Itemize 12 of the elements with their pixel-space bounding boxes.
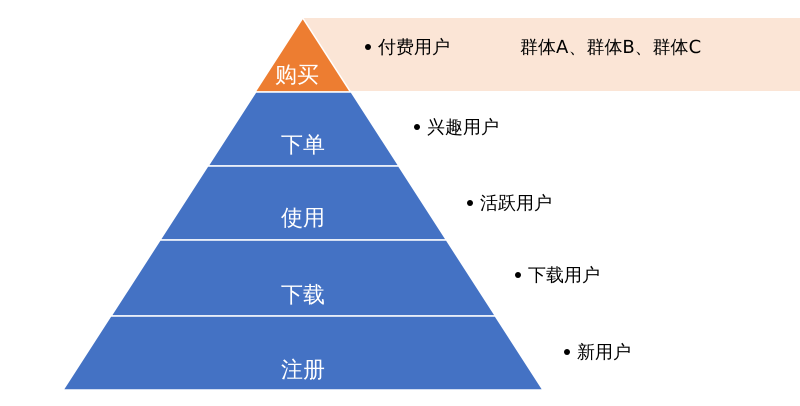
bullet-text: 付费用户 [378,36,450,59]
bullet-text: 活跃用户 [480,192,552,215]
bullet-text: 兴趣用户 [426,116,499,139]
pyramid-top [255,18,351,92]
bullet-text: 群体A、群体B、群体C [520,36,702,59]
layer-label: 下单 [280,132,325,160]
layer-label: 使用 [280,205,325,233]
bullet-text: 下载用户 [528,264,600,287]
layer-label: 购买 [274,62,319,90]
bullet-text: 新用户 [577,341,631,364]
layer-label: 注册 [281,357,325,385]
layer-label: 下载 [280,282,325,310]
